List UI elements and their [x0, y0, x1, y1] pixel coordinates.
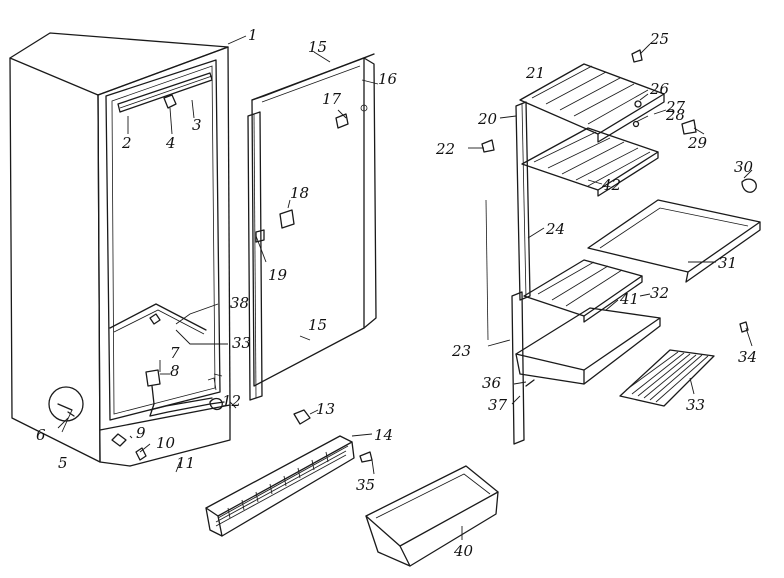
callout-12: 12: [222, 392, 241, 410]
callout-38: 38: [230, 294, 249, 312]
callout-20: 20: [477, 110, 498, 128]
callout-1: 1: [248, 26, 258, 44]
callout-16: 16: [378, 70, 398, 88]
callout-42: 42: [601, 176, 621, 194]
callout-13: 13: [316, 400, 335, 418]
cabinet: [9, 32, 231, 467]
crisper-cover: [619, 349, 715, 407]
callout-22: 22: [435, 140, 455, 158]
storage-basket: [365, 465, 499, 567]
callout-34: 34: [738, 348, 757, 366]
callout-10: 10: [156, 434, 176, 452]
callout-4: 4: [165, 134, 176, 152]
callout-26: 26: [649, 80, 670, 98]
callout-25: 25: [649, 30, 669, 48]
leader-lines: [57, 35, 753, 540]
callout-30: 30: [734, 158, 754, 176]
callout-33-cover: 33: [686, 396, 705, 414]
base-grille: [205, 435, 373, 537]
callout-40: 40: [453, 542, 474, 560]
callout-35: 35: [356, 476, 375, 494]
callout-23: 23: [451, 342, 471, 360]
callout-5: 5: [58, 454, 68, 472]
door: [247, 53, 377, 425]
callout-7: 7: [170, 344, 180, 362]
callout-17: 17: [322, 90, 342, 108]
callout-15-top: 15: [308, 38, 327, 56]
callout-15-bottom: 15: [308, 316, 327, 334]
callout-32: 32: [650, 284, 669, 302]
callout-28: 28: [665, 106, 685, 124]
callout-8: 8: [170, 362, 180, 380]
callout-19: 19: [268, 266, 288, 284]
callout-11: 11: [176, 454, 195, 472]
callout-31: 31: [718, 254, 737, 272]
callout-9: 9: [136, 424, 146, 442]
callout-29: 29: [687, 134, 708, 152]
callout-3: 3: [192, 116, 202, 134]
callout-37: 37: [488, 396, 508, 414]
callout-33-cabinet: 33: [232, 334, 251, 352]
callout-21: 21: [525, 64, 545, 82]
shelf-system: [481, 49, 761, 445]
callout-14: 14: [374, 426, 393, 444]
callout-2: 2: [121, 134, 132, 152]
callout-18: 18: [290, 184, 309, 202]
callout-24: 24: [545, 220, 565, 238]
callout-27: 27: [665, 98, 686, 116]
callout-41: 41: [619, 290, 639, 308]
callout-6: 6: [36, 426, 46, 444]
callout-labels: 1 2 3 4 5 6 7 8 9 10 11 12 13 14 15 15 1…: [36, 26, 757, 560]
callout-36: 36: [482, 374, 502, 392]
